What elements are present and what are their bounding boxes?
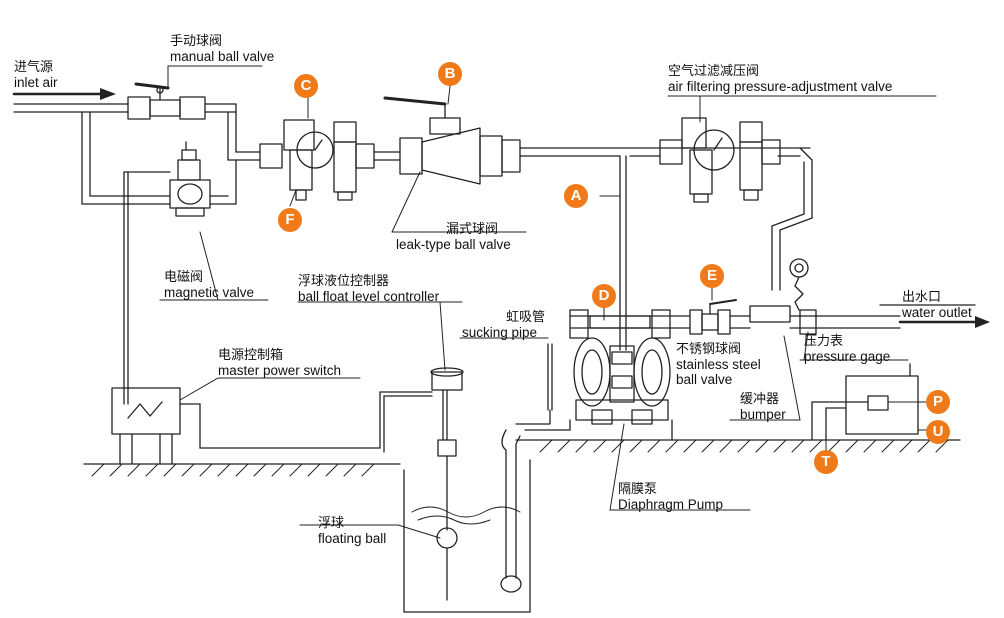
sucking-pipe [500,343,553,593]
pressure-gage-en: pressure gage [804,349,891,364]
label-sucking-pipe: 虹吸管 sucking pipe [462,310,545,340]
ground-hatching-left [91,463,375,477]
control-wire [123,171,171,405]
stainless-valve-zh: 不锈钢球阀 [676,342,742,357]
label-magnetic-valve: 电磁阀 magnetic valve [164,270,254,300]
label-float-controller: 浮球液位控制器 ball float level controller [298,274,439,304]
label-air-filter: 空气过滤减压阀 air filtering pressure-adjustmen… [668,64,892,94]
stainless-valve-en2: ball valve [676,372,733,387]
label-leak-valve: 漏式球阀 leak-type ball valve [396,222,511,252]
bumper-air-line [771,147,813,291]
pressure-gage-zh: 压力表 [804,334,844,349]
label-pump: 隔膜泵 Diaphragm Pump [618,482,723,512]
pressure-gage [789,258,809,311]
master-switch-zh: 电源控制箱 [218,348,284,363]
badge-a: A [564,184,588,208]
label-stainless-valve: 不锈钢球阀 stainless steel ball valve [676,342,761,387]
badge-t: T [814,450,838,474]
leak-valve-en: leak-type ball valve [396,237,511,252]
float-wire [199,391,433,453]
label-manual-valve: 手动球阀 manual ball valve [170,34,274,64]
label-water-outlet: 出水口 water outlet [902,290,972,320]
manual-ball-valve [127,82,206,120]
leak-valve-zh: 漏式球阀 [446,222,499,237]
pump-air-line [619,155,627,351]
manual-valve-en: manual ball valve [170,49,275,64]
badge-f: F [278,208,302,232]
sucking-pipe-zh: 虹吸管 [506,310,546,325]
float-controller-zh: 浮球液位控制器 [298,274,390,289]
pump-zh: 隔膜泵 [618,482,658,497]
stainless-ball-valve [689,299,817,335]
label-master-switch: 电源控制箱 master power switch [218,348,341,378]
filter-regulator-left [259,119,401,201]
badge-b: B [438,62,462,86]
floating-ball-zh: 浮球 [318,516,345,531]
water-outlet-en: water outlet [902,305,972,320]
badge-u: U [926,420,950,444]
air-filter-en: air filtering pressure-adjustment valve [668,79,893,94]
water-tank [403,459,531,613]
water-outlet-zh: 出水口 [902,290,942,305]
ground-hatching-right [539,439,949,453]
air-filter-zh: 空气过滤减压阀 [668,64,760,79]
magnetic-valve-zh: 电磁阀 [164,270,204,285]
inlet-arrow [12,88,116,100]
badge-c: C [294,74,318,98]
pump-en: Diaphragm Pump [618,497,724,512]
bumper-en: bumper [740,407,786,422]
bumper-tank [811,363,919,441]
manual-valve-zh: 手动球阀 [170,34,223,49]
label-pressure-gage: 压力表 pressure gage [804,334,890,364]
badge-e: E [700,264,724,288]
stainless-valve-en1: stainless steel [676,357,761,372]
bypass-pipe [81,111,237,205]
filter-regulator-right [659,117,781,203]
leader-lines [159,65,937,539]
label-inlet: 进气源 inlet air [14,60,58,90]
label-floating-ball: 浮球 floating ball [318,516,386,546]
magnetic-valve-en: magnetic valve [164,285,255,300]
float-controller-en: ball float level controller [298,289,440,304]
badge-d: D [592,284,616,308]
magnetic-valve [169,141,211,217]
ground [83,419,961,465]
floating-ball-en: floating ball [318,531,387,546]
badge-p: P [926,390,950,414]
leak-type-ball-valve [383,96,521,185]
label-bumper: 缓冲器 bumper [740,392,786,422]
bumper-zh: 缓冲器 [740,392,780,407]
inlet-zh: 进气源 [14,60,54,75]
sucking-pipe-en: sucking pipe [462,325,538,340]
ball-float-controller [430,367,464,601]
master-switch-en: master power switch [218,363,342,378]
master-power-switch-box [111,387,201,465]
inlet-en: inlet air [14,75,58,90]
